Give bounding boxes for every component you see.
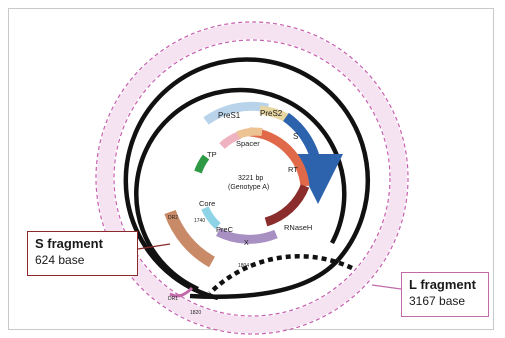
s-fragment-title: S fragment: [35, 236, 130, 252]
plus-strand-tail: [190, 260, 338, 297]
label-pre-s1: PreS1: [218, 111, 241, 120]
label-s: S: [293, 132, 298, 141]
pink-marker: [170, 288, 192, 296]
label-x: X: [244, 240, 249, 247]
minus-strand-dotted: [210, 256, 352, 293]
s-fragment-callout: S fragment 624 base: [27, 231, 138, 276]
l-fragment-title: L fragment: [409, 277, 481, 293]
l-fragment-callout: L fragment 3167 base: [401, 272, 489, 317]
spacer-segment: [238, 132, 262, 135]
s-fragment-size: 624 base: [35, 252, 130, 268]
label-tp: TP: [207, 150, 217, 159]
core-segment: [198, 157, 206, 172]
small-label-dr1: DR1: [168, 296, 178, 302]
label-spacer: Spacer: [236, 139, 260, 148]
label-prec: PreC: [216, 225, 234, 234]
l-fragment-size: 3167 base: [409, 293, 481, 309]
small-label-1820: 1820: [190, 310, 201, 316]
l-callout-leader: [372, 285, 401, 289]
small-label-1804: 1804: [238, 263, 249, 269]
center-label-2: (Genotype A): [228, 184, 269, 191]
small-label-1740: 1740: [194, 218, 205, 224]
small-label-dr2: DR2: [168, 215, 178, 221]
label-pre-s2: PreS2: [260, 109, 283, 118]
label-core: Core: [199, 199, 215, 208]
rnaseh-segment: [266, 186, 305, 222]
center-label-1: 3221 bp: [238, 175, 263, 182]
label-rnaseh: RNaseH: [284, 223, 312, 232]
prec-segment: [205, 208, 218, 226]
label-rt: RT: [288, 165, 298, 174]
